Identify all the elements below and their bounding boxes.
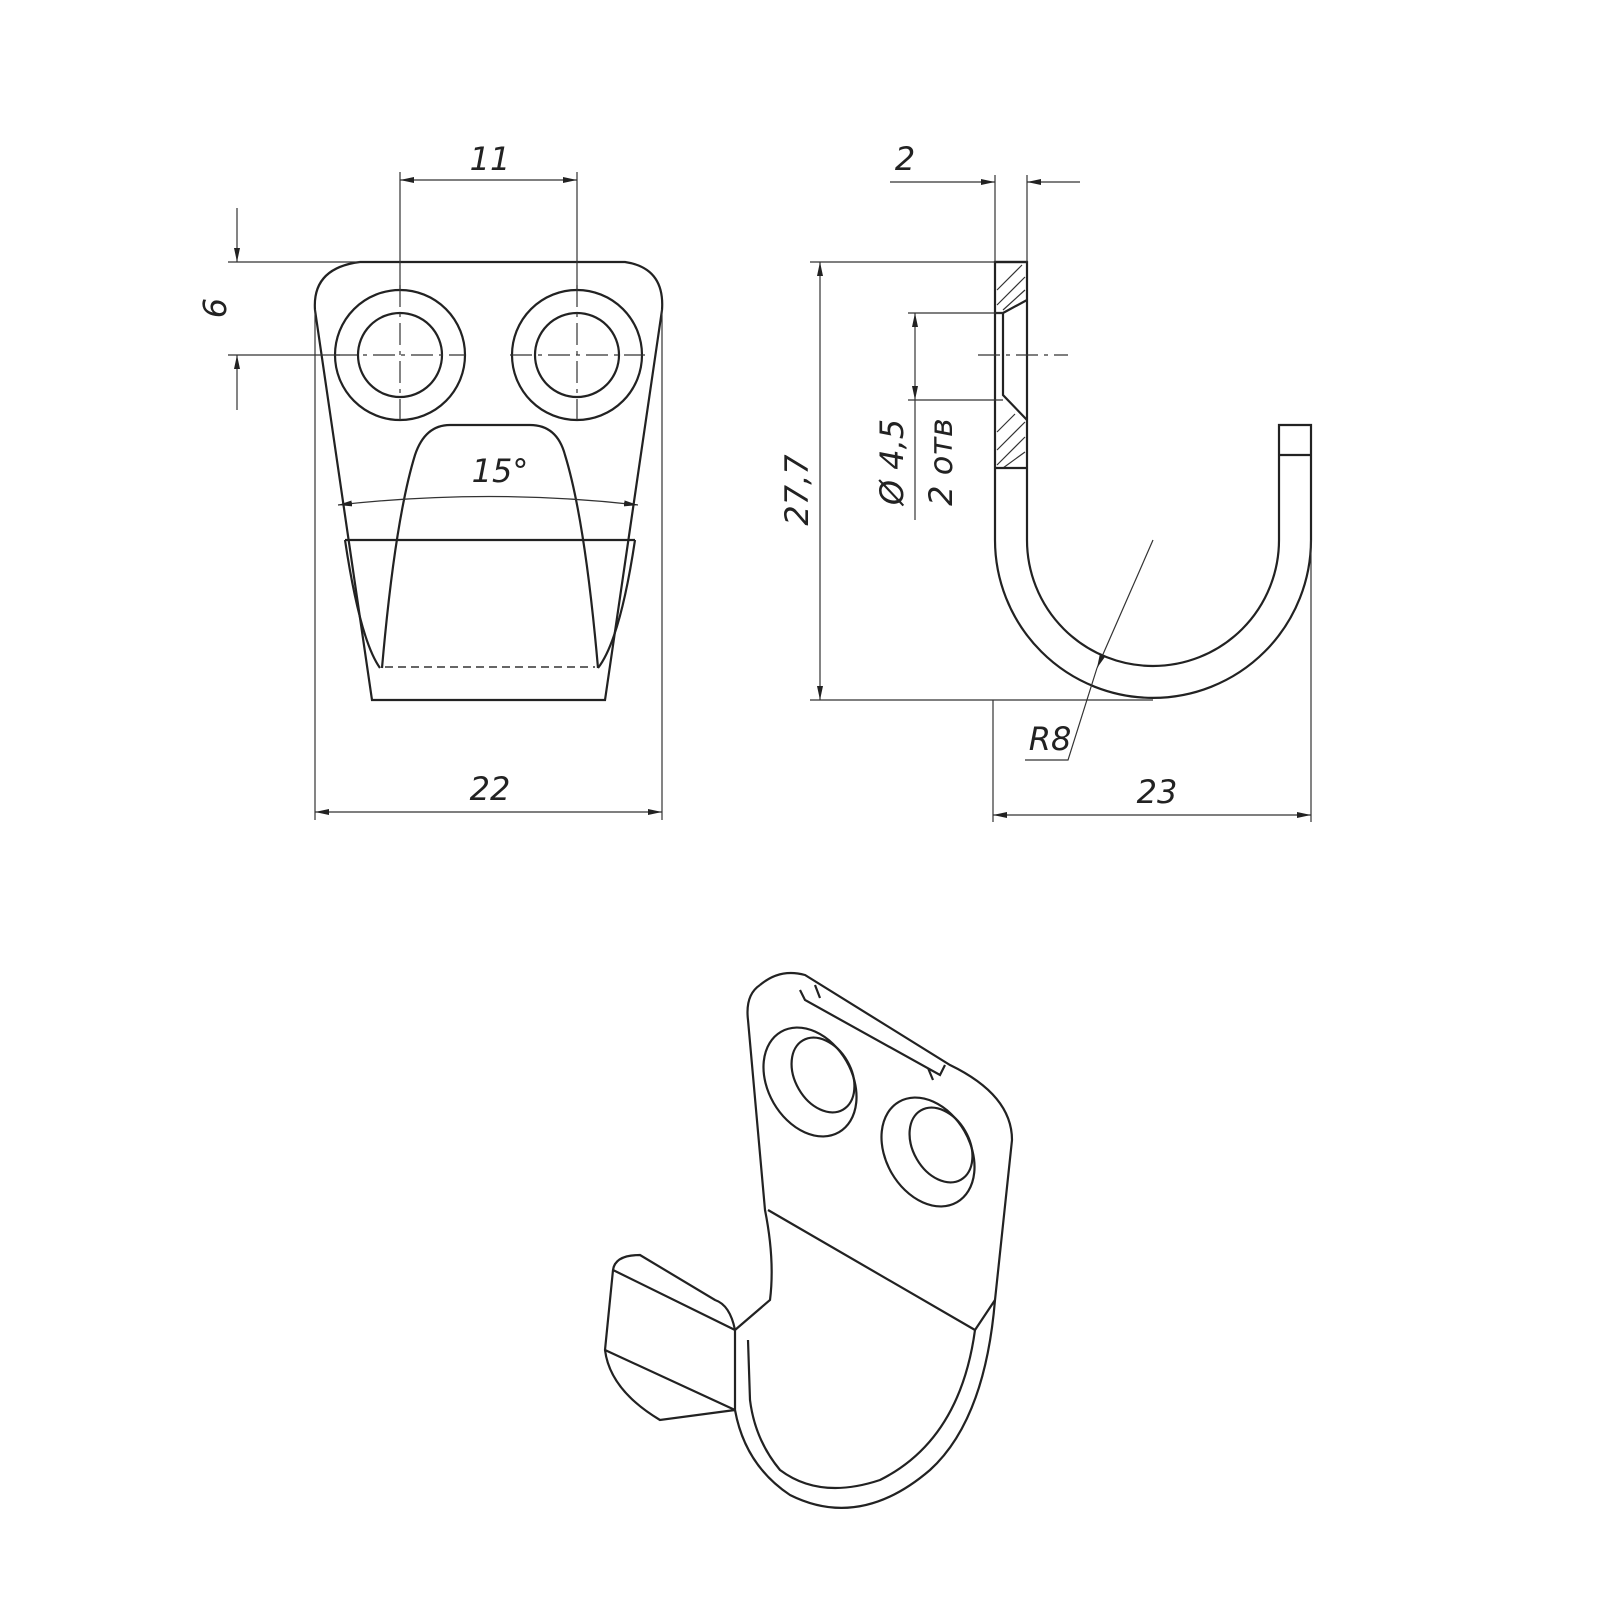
- dim-bend-radius: R8: [1029, 720, 1072, 758]
- dim-depth: 23: [1137, 773, 1178, 811]
- dim-hole-offset: 6: [196, 298, 234, 318]
- slot-outline: [380, 423, 600, 669]
- dim-height: 27,7: [778, 454, 816, 526]
- side-view: 2 27,7 Ø 4,5 2 отв R8 23: [778, 140, 1313, 822]
- isometric-view: [603, 971, 1014, 1509]
- section-hatch: [996, 264, 1026, 469]
- dim-hole-spacing: 11: [470, 140, 511, 178]
- dim-hole-diameter: Ø 4,5: [873, 419, 911, 507]
- dim-taper-angle: 15°: [472, 452, 529, 490]
- front-view: 11 6 15° 22: [196, 140, 664, 820]
- side-outline: [993, 260, 1313, 700]
- dim-thickness: 2: [895, 140, 915, 178]
- front-outline: [313, 260, 664, 702]
- dim-hole-count: 2 отв: [922, 418, 960, 506]
- dim-width: 22: [470, 770, 511, 808]
